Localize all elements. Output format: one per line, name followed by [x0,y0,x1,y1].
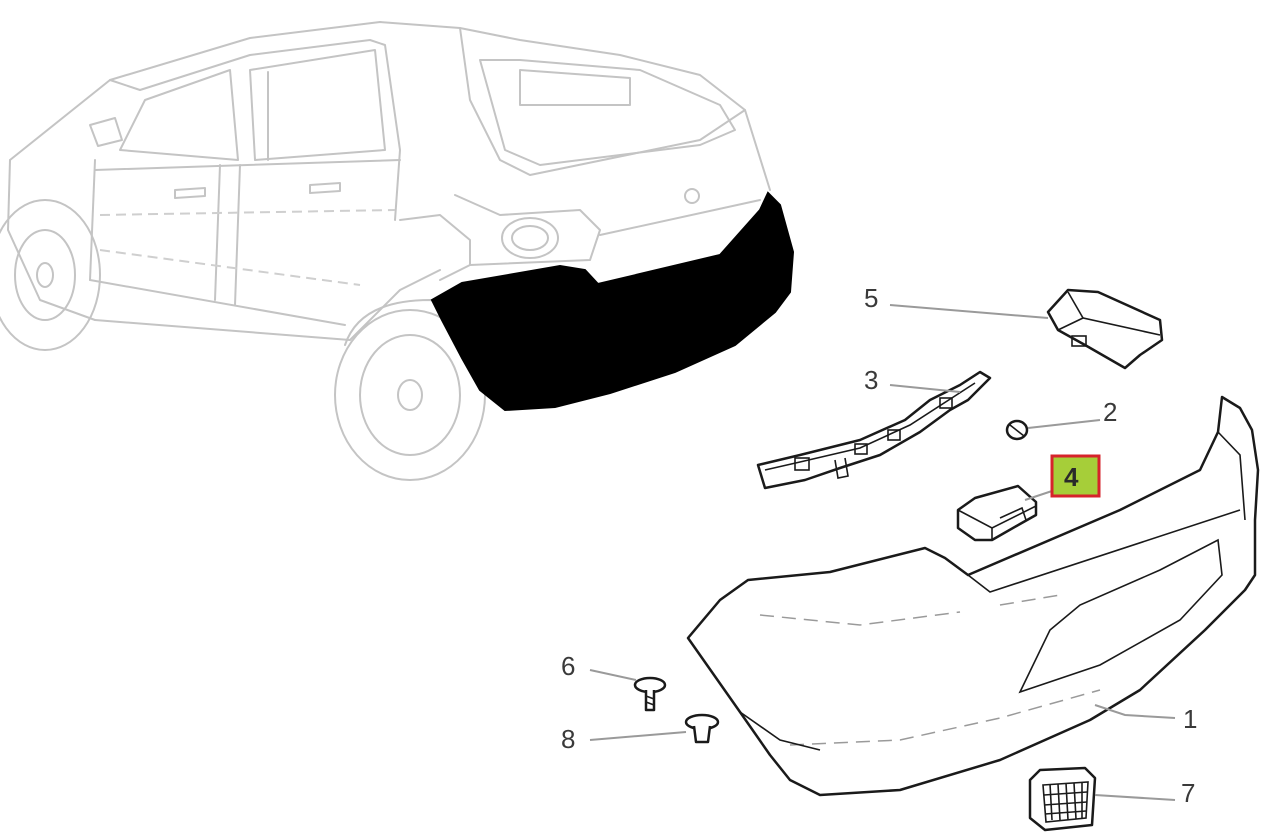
part-5-bracket [1046,288,1164,370]
part-6-screw [633,676,667,712]
rear-bumper-location [430,191,795,412]
car-outline [0,21,771,481]
part-3-mounting-rail [756,370,992,490]
callout-6: 6 [561,651,575,681]
part-8-push-clip [684,713,720,744]
callout-5: 5 [864,283,878,313]
callout-4: 4 [1064,462,1079,492]
callout-3: 3 [864,365,878,395]
callout-4-highlight[interactable]: 4 [1050,454,1101,498]
callout-8: 8 [561,724,575,754]
part-2-clip-nut [1005,419,1029,441]
part-1-rear-bumper [686,395,1260,797]
callout-2: 2 [1103,397,1117,427]
callout-1: 1 [1183,704,1197,734]
callout-7: 7 [1181,778,1195,808]
part-4-spacer-block [956,484,1038,542]
leader-lines [589,304,1176,801]
part-7-grille [1028,766,1097,832]
